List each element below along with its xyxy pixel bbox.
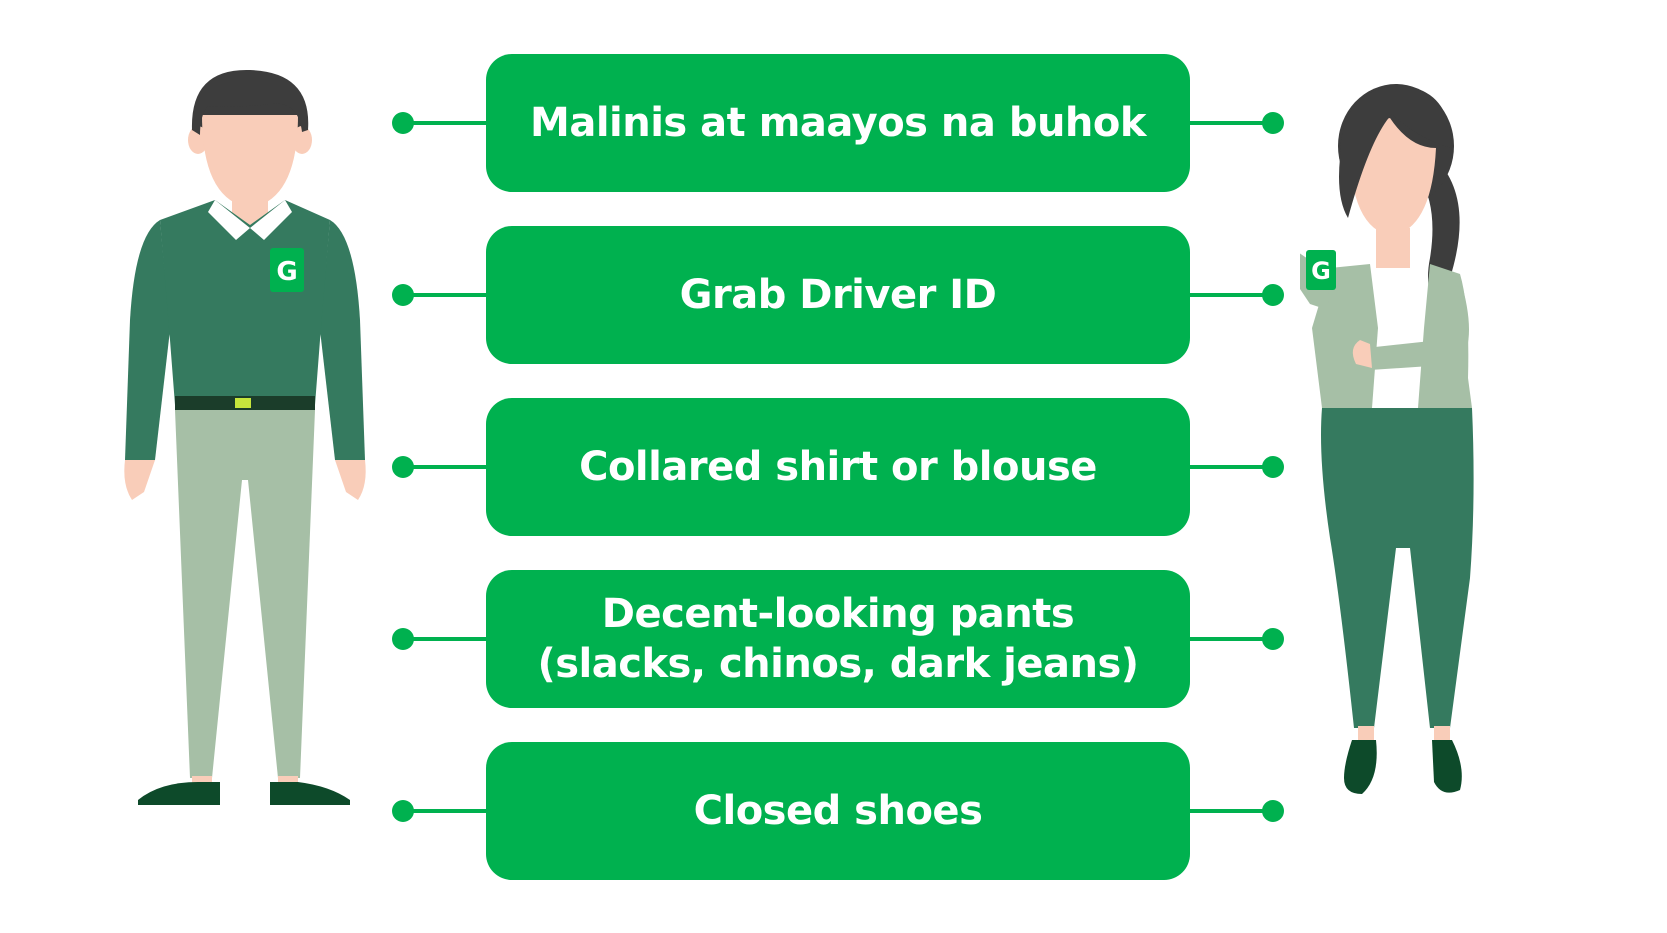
requirement-pill: Grab Driver ID xyxy=(486,226,1190,364)
connector-left xyxy=(392,628,491,650)
grab-id-badge-icon xyxy=(270,248,304,292)
requirement-pill: Malinis at maayos na buhok xyxy=(486,54,1190,192)
requirement-text: Closed shoes xyxy=(693,788,983,834)
requirement-row: Malinis at maayos na buhok xyxy=(391,54,1285,192)
male-driver-icon: G xyxy=(124,69,366,805)
requirement-text: Decent-looking pants (slacks, chinos, da… xyxy=(537,591,1139,687)
requirement-row: Collared shirt or blouse xyxy=(391,398,1285,536)
connector-right xyxy=(1185,800,1284,822)
svg-text:G: G xyxy=(1311,257,1331,285)
requirement-pill: Closed shoes xyxy=(486,742,1190,880)
requirement-row: Closed shoes xyxy=(391,742,1285,880)
connector-right xyxy=(1185,628,1284,650)
connector-right xyxy=(1185,284,1284,306)
connector-left xyxy=(392,456,491,478)
requirement-row: Decent-looking pants (slacks, chinos, da… xyxy=(391,570,1285,708)
requirement-pill: Decent-looking pants (slacks, chinos, da… xyxy=(486,570,1190,708)
svg-text:G: G xyxy=(276,257,297,287)
requirement-text: Collared shirt or blouse xyxy=(579,444,1097,490)
female-driver-icon: G xyxy=(1300,84,1474,794)
requirement-text: Malinis at maayos na buhok xyxy=(530,100,1146,146)
grab-id-badge-icon xyxy=(1306,250,1336,290)
requirement-row: Grab Driver ID xyxy=(391,226,1285,364)
requirement-text: Grab Driver ID xyxy=(679,272,997,318)
connector-left xyxy=(392,284,491,306)
connector-right xyxy=(1185,456,1284,478)
requirement-pill: Collared shirt or blouse xyxy=(486,398,1190,536)
connector-left xyxy=(392,800,491,822)
connector-right xyxy=(1185,112,1284,134)
connector-left xyxy=(392,112,491,134)
